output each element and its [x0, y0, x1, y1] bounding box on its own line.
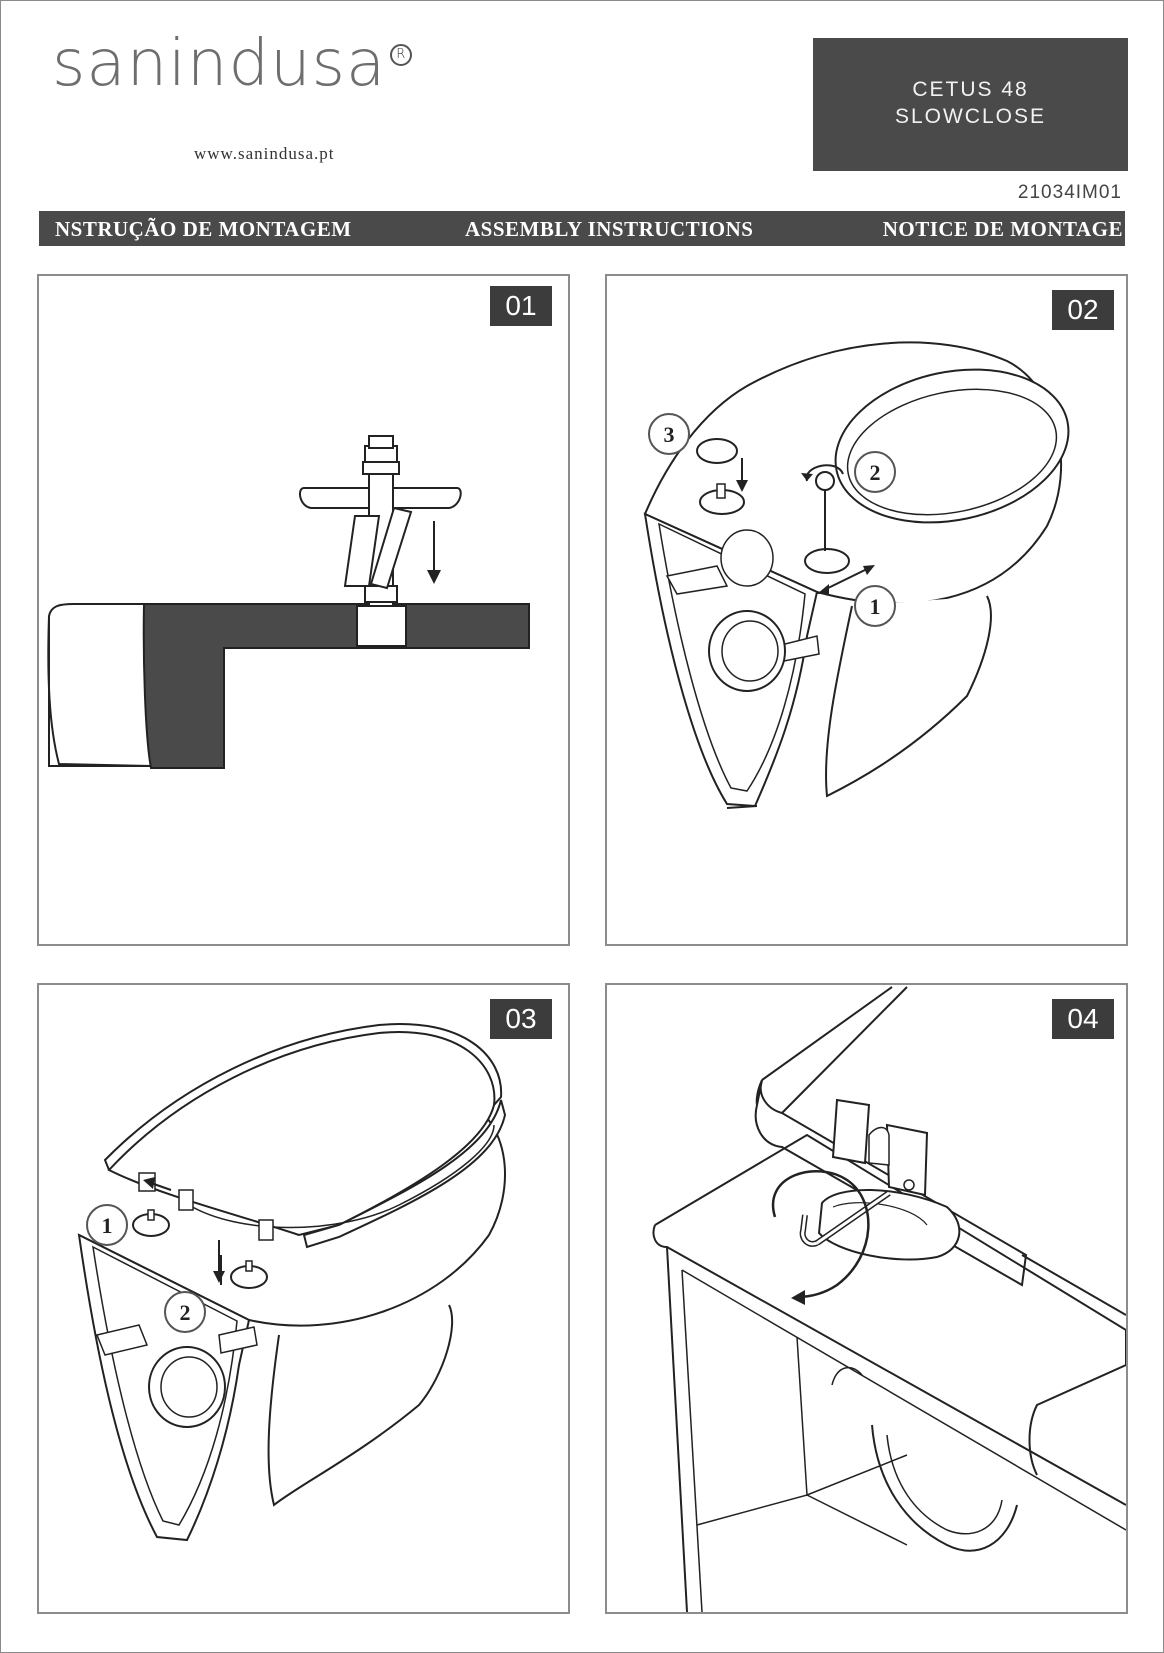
- step-04-badge: 04: [1052, 999, 1114, 1039]
- product-variant: SLOWCLOSE: [894, 105, 1047, 128]
- website-link[interactable]: www.sanindusa.pt: [194, 144, 335, 163]
- step-02-panel: 3 2 1 02: [605, 274, 1128, 946]
- step-02-illustration: 3 2 1: [643, 341, 1070, 809]
- step-01-badge: 01: [490, 286, 552, 326]
- step-02-badge: 02: [1052, 290, 1114, 330]
- step-03-illustration: 1 2: [77, 1023, 507, 1542]
- title-en: ASSEMBLY INSTRUCTIONS: [465, 217, 754, 241]
- step-01-panel: 01: [37, 274, 570, 946]
- brand-name: sanindusa: [52, 27, 387, 101]
- brand-logo: sanindusa R: [52, 32, 413, 96]
- registered-mark: R: [390, 44, 413, 66]
- step-01-illustration: [47, 435, 530, 769]
- product-name: CETUS 48: [912, 78, 1029, 101]
- title-fr: NOTICE DE MONTAGE: [882, 217, 1123, 241]
- step-04-illustration: [652, 986, 1126, 1612]
- title-pt: NSTRUÇÃO DE MONTAGEM: [55, 217, 352, 241]
- step-04-panel: 04: [605, 983, 1128, 1614]
- product-title-box: CETUS 48 SLOWCLOSE: [813, 38, 1128, 171]
- callout-3: 3: [664, 422, 675, 447]
- step-03-panel: 1 2 03: [37, 983, 570, 1614]
- document-code: 21034IM01: [1017, 182, 1122, 203]
- callout-2: 2: [870, 460, 881, 485]
- step-03-badge: 03: [490, 999, 552, 1039]
- step3-callout-1: 1: [102, 1213, 113, 1238]
- callout-1: 1: [870, 594, 881, 619]
- step3-callout-2: 2: [180, 1300, 191, 1325]
- instructions-title-bar: NSTRUÇÃO DE MONTAGEM ASSEMBLY INSTRUCTIO…: [39, 211, 1125, 246]
